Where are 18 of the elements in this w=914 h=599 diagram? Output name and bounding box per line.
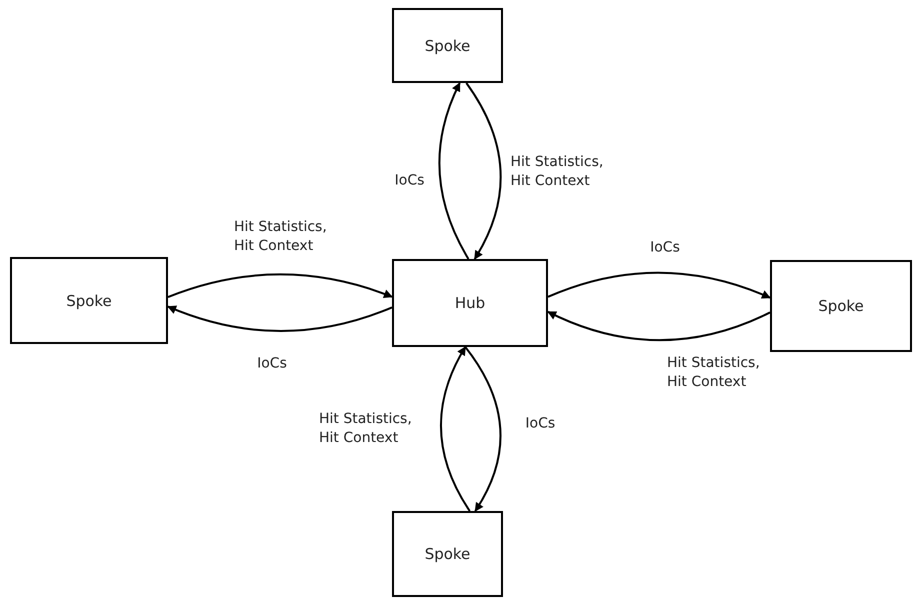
arrow (466, 82, 502, 260)
arrow (168, 273, 393, 298)
node-label: Spoke (424, 545, 470, 563)
process-box (392, 511, 503, 597)
process-box (392, 259, 548, 347)
process-box (392, 8, 503, 83)
node-label: Spoke (818, 297, 864, 315)
arrow (547, 310, 770, 342)
arrow (464, 346, 502, 512)
arrow (548, 272, 771, 299)
node-label: Spoke (424, 36, 470, 54)
arrow (438, 82, 470, 260)
node-label: Spoke (66, 292, 112, 310)
node-label: Hub (454, 294, 486, 312)
process-box (770, 260, 912, 352)
arrow (167, 305, 392, 332)
arrow (440, 346, 471, 512)
process-box (10, 257, 168, 344)
